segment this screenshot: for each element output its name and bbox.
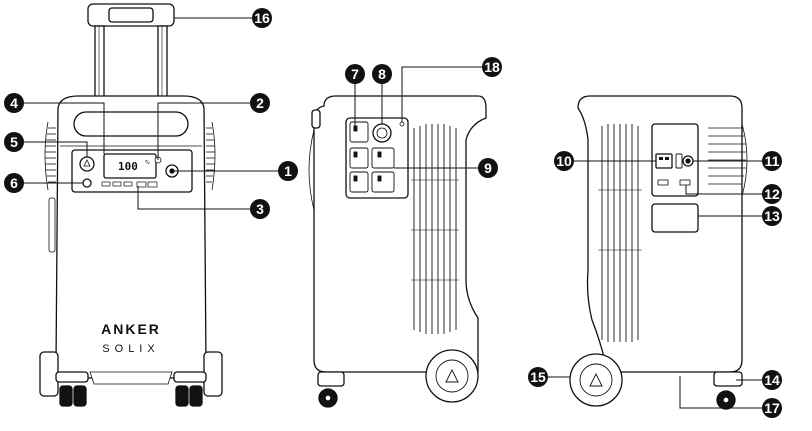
leader-2: [157, 102, 258, 160]
callout-1-label: 1: [284, 163, 292, 179]
solar-input-switch: [655, 153, 673, 169]
callout-7: 7: [345, 64, 365, 84]
brand-name: ANKER: [101, 321, 161, 337]
label-plate: [651, 203, 699, 233]
ac-button: [82, 178, 92, 188]
side-view: [308, 95, 487, 408]
callout-1: 1: [278, 161, 298, 181]
usb-c-port-2: [112, 181, 122, 187]
front-wheel-left: [39, 351, 89, 407]
leader-lines: [20, 17, 770, 409]
callout-8-label: 8: [378, 66, 386, 82]
callout-12: 12: [762, 184, 782, 204]
callout-16-label: 16: [254, 10, 270, 26]
front-view: 100 % ANKER SOLIX: [39, 3, 223, 407]
callout-13-label: 13: [764, 208, 780, 224]
callout-11-label: 11: [765, 153, 780, 169]
callout-15: 15: [528, 367, 548, 387]
callout-3: 3: [250, 199, 270, 219]
front-wheel-right: [173, 351, 223, 407]
callout-17: 17: [762, 398, 782, 418]
callout-13: 13: [762, 206, 782, 226]
lcd-unit: %: [145, 160, 150, 166]
leader-17: [679, 376, 770, 409]
leader-18: [401, 66, 490, 122]
leader-12: [685, 185, 770, 195]
callout-12-label: 12: [764, 186, 780, 202]
callout-2-label: 2: [256, 95, 264, 111]
usb-a-port-1: [136, 181, 147, 188]
callout-2: 2: [250, 93, 270, 113]
callout-14-label: 14: [764, 372, 780, 388]
expansion-port-1: [657, 179, 669, 186]
front-left-grille: [44, 121, 56, 191]
top-carry-handle: [73, 111, 189, 137]
usb-a-port-2: [147, 181, 158, 188]
callout-16: 16: [252, 8, 272, 28]
callout-6-label: 6: [10, 175, 18, 191]
callout-7-label: 7: [351, 66, 359, 82]
callout-4: 4: [4, 93, 24, 113]
lcd-readout: 100: [118, 160, 138, 173]
callout-5: 5: [4, 132, 24, 152]
usb-c-port-1: [101, 181, 111, 187]
brand-sub: SOLIX: [102, 343, 159, 355]
ac-outlets: [349, 121, 395, 193]
callout-9: 9: [478, 158, 498, 178]
usb-c-port-3: [123, 181, 133, 187]
back-view: [569, 95, 748, 410]
callout-15-label: 15: [530, 369, 546, 385]
callout-10-label: 10: [556, 153, 572, 169]
callout-8: 8: [372, 64, 392, 84]
callout-3-label: 3: [256, 201, 264, 217]
callout-5-label: 5: [10, 134, 18, 150]
leader-4: [20, 102, 105, 154]
callout-18-label: 18: [484, 59, 500, 75]
callout-18: 18: [482, 57, 502, 77]
lcd-screen: [103, 153, 157, 179]
callout-17-label: 17: [764, 400, 780, 416]
front-right-grille: [206, 121, 216, 191]
back-port-panel: [651, 123, 699, 197]
callout-11: 11: [762, 151, 782, 171]
callout-4-label: 4: [10, 95, 18, 111]
back-right-grille: [708, 123, 748, 197]
leader-5: [20, 141, 88, 157]
expansion-port-2: [679, 179, 691, 186]
leader-3: [137, 186, 258, 210]
back-vent-grille: [598, 124, 642, 342]
callout-10: 10: [554, 151, 574, 171]
reset-button: [399, 121, 405, 127]
callout-14: 14: [762, 370, 782, 390]
callout-markers: 16 1 2 3 4 5 6 7 8 18 9 10 11 12 13 15 1…: [4, 8, 782, 418]
callout-6: 6: [4, 173, 24, 193]
callout-9-label: 9: [484, 160, 492, 176]
side-vent-grille: [411, 124, 459, 334]
